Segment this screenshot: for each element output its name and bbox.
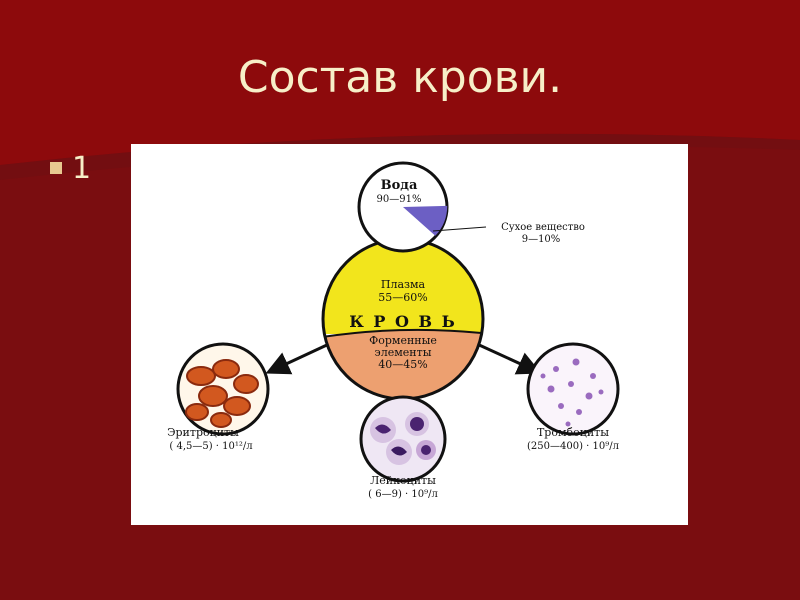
bullet-square-icon [50, 162, 62, 174]
thrombocytes-label: Тромбоциты [537, 426, 609, 439]
thrombocytes-count: (250—400) · 10⁹/л [527, 441, 619, 452]
leukocytes-circle [359, 395, 447, 483]
arrow-to-erythrocytes [265, 342, 330, 375]
slide-title: Состав крови. [237, 52, 563, 103]
leukocytes-label: Лейкоциты [370, 474, 436, 487]
plasma-label: Плазма [381, 278, 426, 291]
dry-matter-label: Сухое вещество [501, 222, 585, 233]
formed-range: 40—45% [378, 358, 427, 371]
arrow-to-thrombocytes [476, 342, 542, 375]
erythrocytes-label: Эритроциты [167, 426, 239, 439]
dry-matter-wedge [403, 205, 448, 236]
leukocytes-count: ( 6—9) · 10⁹/л [368, 489, 438, 500]
dry-matter-range: 9—10% [522, 234, 561, 245]
water-label: Вода [381, 178, 418, 193]
blood-composition-figure: Плазма 55—60% К Р О В Ь Форменные элемен… [131, 144, 688, 525]
water-circle: Вода 90—91% [357, 161, 449, 253]
formed-label-1: Форменные [369, 334, 437, 347]
bullet-text: 1 [72, 150, 92, 186]
erythrocytes-circle [176, 342, 270, 436]
blood-word: К Р О В Ь [349, 312, 457, 331]
bullet-item: 1 [50, 148, 91, 188]
formed-label-2: элементы [375, 346, 432, 359]
erythrocytes-count: ( 4,5—5) · 10¹²/л [169, 441, 252, 452]
water-range: 90—91% [377, 194, 422, 205]
thrombocytes-circle [526, 342, 620, 436]
dry-matter-leader [432, 226, 487, 232]
plasma-range: 55—60% [378, 291, 427, 304]
